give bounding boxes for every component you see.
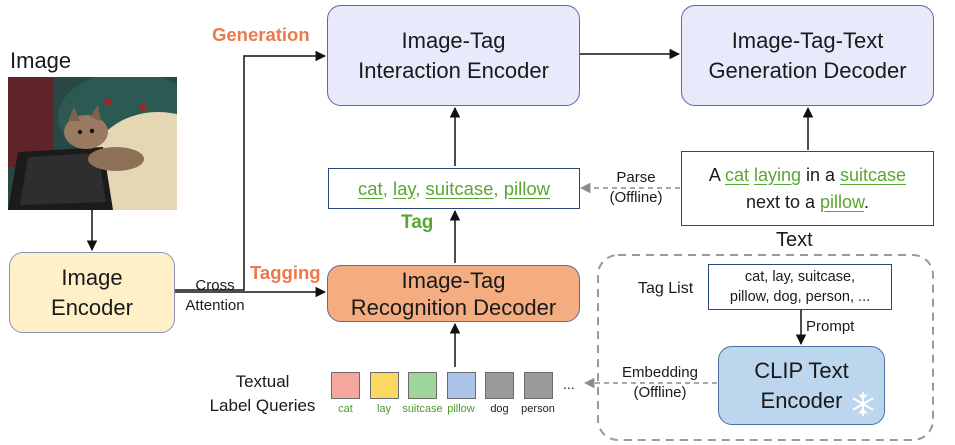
image-label: Image	[10, 48, 72, 73]
tag-separator: ,	[415, 177, 426, 199]
query-embedding-pillow	[446, 372, 476, 399]
tag-separator: ,	[382, 177, 393, 199]
parse-label: Parse (Offline)	[609, 169, 663, 206]
textual-label-queries-label: Textual Label Queries	[209, 372, 316, 415]
query-label-lay: lay	[376, 403, 392, 415]
caption-text: in a	[801, 164, 841, 185]
tag-separator: ,	[493, 177, 504, 199]
query-embedding-person	[523, 372, 553, 399]
caption-line-2: next to a pillow.	[746, 189, 869, 216]
query-embedding-suitcase	[408, 372, 437, 399]
caption-tag-word: suitcase	[840, 164, 907, 185]
arrow-encoder-to-interaction	[174, 50, 327, 291]
tag-word: suitcase	[425, 177, 494, 199]
caption-box: A cat laying in a suitcase next to a pil…	[681, 151, 934, 226]
embedding-label: Embedding (Offline)	[622, 364, 698, 401]
tagging-label: Tagging	[250, 262, 321, 283]
tag-label: Tag	[401, 212, 434, 233]
caption-tag-word: cat	[724, 164, 749, 185]
caption-text: .	[864, 191, 870, 212]
query-label-cat: cat	[338, 403, 353, 415]
caption-tag-word: laying	[753, 164, 801, 185]
tag-word: lay	[392, 177, 416, 199]
caption-text: A	[708, 164, 725, 185]
tag-list-box: cat, lay, suitcase, pillow, dog, person,…	[708, 264, 892, 310]
tag-list-label: Tag List	[638, 280, 694, 297]
query-embedding-cat	[331, 372, 360, 399]
input-image	[8, 77, 177, 210]
cross-attention-label: Cross Attention	[185, 277, 245, 314]
tag-word: cat	[358, 177, 383, 199]
snowflake-icon	[852, 392, 874, 416]
query-label-pillow: pillow	[447, 403, 475, 415]
generation-label: Generation	[212, 24, 310, 45]
query-label-person: person	[521, 403, 555, 415]
tag-word: pillow	[503, 177, 550, 199]
caption-tag-word: pillow	[820, 191, 865, 212]
clip-group-frame	[597, 254, 934, 441]
query-label-dog: dog	[490, 403, 509, 415]
tag-box: cat, lay, suitcase, pillow	[328, 168, 580, 209]
query-embedding-dog	[485, 372, 514, 399]
caption-line-1: A cat laying in a suitcase	[709, 162, 906, 189]
prompt-label: Prompt	[806, 318, 855, 335]
caption-text: next to a	[745, 191, 820, 212]
tag-sequence: cat, lay, suitcase, pillow	[358, 178, 550, 200]
query-label-suitcase: suitcase	[402, 403, 443, 415]
queries-ellipsis: ...	[563, 376, 575, 392]
query-embedding-lay	[369, 372, 399, 399]
text-label: Text	[776, 229, 813, 251]
